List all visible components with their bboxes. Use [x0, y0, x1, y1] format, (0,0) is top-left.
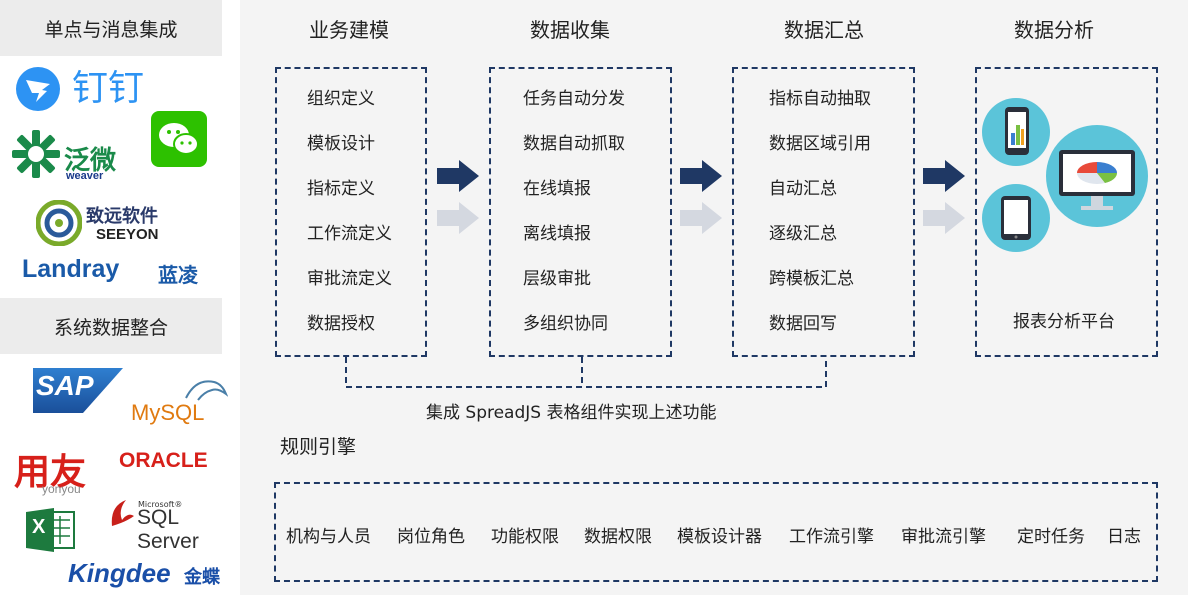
arrow-right-faded-icon	[437, 202, 479, 234]
arrow-right-faded-icon	[680, 202, 722, 234]
sap-logo	[33, 368, 123, 413]
arrow-right-icon	[680, 160, 722, 192]
list-item: 逐级汇总	[769, 224, 837, 244]
sqlserver-text: SQL Server	[137, 506, 199, 553]
list-item: 指标自动抽取	[769, 89, 871, 109]
list-item: 指标定义	[307, 179, 375, 199]
oracle-text: ORACLE	[119, 449, 208, 472]
seeyon-cn-text: 致远软件	[86, 206, 158, 227]
weaver-cn-text: 泛微	[64, 146, 117, 176]
sqlserver-small-text: Microsoft®	[138, 500, 183, 509]
wechat-logo	[151, 111, 207, 167]
list-item: 多组织协同	[523, 314, 608, 334]
yonyou-en-text: yonyou	[42, 482, 81, 496]
seeyon-en-text: SEEYON	[96, 226, 159, 243]
engine-item: 机构与人员	[286, 527, 371, 547]
arrow-right-icon	[923, 160, 965, 192]
list-item: 组织定义	[307, 89, 375, 109]
list-item: 在线填报	[523, 179, 591, 199]
mobile-chart-icon	[981, 97, 1051, 167]
dingtalk-text: 钉钉	[72, 68, 145, 109]
landray-en-text: Landray	[22, 255, 120, 283]
column-title-analysis: 数据分析	[1014, 18, 1094, 42]
list-item: 数据回写	[769, 314, 837, 334]
excel-icon	[26, 508, 76, 552]
engine-title: 规则引擎	[280, 436, 357, 458]
list-item: 审批流定义	[307, 269, 392, 289]
engine-item: 数据权限	[584, 527, 652, 547]
engine-item: 功能权限	[491, 527, 559, 547]
section-title-sso: 单点与消息集成	[0, 0, 222, 56]
list-item: 任务自动分发	[523, 89, 625, 109]
analysis-platform-label: 报表分析平台	[1013, 312, 1115, 332]
collection-box: 任务自动分发 数据自动抓取 在线填报 离线填报 层级审批 多组织协同	[489, 67, 672, 357]
main-diagram	[241, 0, 1188, 595]
list-item: 自动汇总	[769, 179, 837, 199]
seeyon-logo-icon	[35, 199, 83, 247]
engine-item: 定时任务	[1017, 527, 1085, 547]
column-title-collection: 数据收集	[530, 18, 610, 42]
tablet-icon	[981, 183, 1051, 253]
engine-item: 模板设计器	[677, 527, 762, 547]
list-item: 离线填报	[523, 224, 591, 244]
engine-item: 岗位角色	[397, 527, 465, 547]
arrow-right-icon	[437, 160, 479, 192]
monitor-chart-icon	[1045, 124, 1149, 228]
list-item: 层级审批	[523, 269, 591, 289]
analysis-box: 报表分析平台	[975, 67, 1158, 357]
list-item: 数据区域引用	[769, 134, 871, 154]
list-item: 工作流定义	[307, 224, 392, 244]
sqlserver-icon	[108, 496, 138, 530]
excel-text: X	[32, 516, 46, 538]
list-item: 跨模板汇总	[769, 269, 854, 289]
dingtalk-logo	[14, 66, 64, 112]
list-item: 模板设计	[307, 134, 375, 154]
engine-item: 审批流引擎	[901, 527, 986, 547]
list-item: 数据授权	[307, 314, 375, 334]
list-item: 数据自动抓取	[523, 134, 625, 154]
summary-box: 指标自动抽取 数据区域引用 自动汇总 逐级汇总 跨模板汇总 数据回写	[732, 67, 915, 357]
kingdee-en-text: Kingdee	[68, 558, 171, 588]
kingdee-cn-text: 金蝶	[184, 567, 220, 588]
arrow-right-faded-icon	[923, 202, 965, 234]
engine-box: 机构与人员 岗位角色 功能权限 数据权限 模板设计器 工作流引擎 审批流引擎 定…	[274, 482, 1158, 582]
modeling-box: 组织定义 模板设计 指标定义 工作流定义 审批流定义 数据授权	[275, 67, 427, 357]
weaver-en-text: weaver	[66, 170, 104, 182]
column-title-summary: 数据汇总	[784, 18, 864, 42]
engine-item: 工作流引擎	[789, 527, 874, 547]
engine-item: 日志	[1107, 527, 1141, 547]
landray-cn-text: 蓝凌	[158, 263, 198, 287]
sidebar: 单点与消息集成 钉钉 泛微 weaver	[0, 0, 240, 595]
bracket-connector	[340, 355, 830, 395]
yonyou-cn-text: 用友	[14, 452, 87, 493]
mysql-text: MySQL	[131, 400, 205, 425]
column-title-modeling: 业务建模	[309, 18, 389, 42]
section-title-integration: 系统数据整合	[0, 298, 222, 354]
sap-text: SAP	[36, 370, 94, 401]
weaver-logo-icon	[10, 128, 62, 180]
bracket-label: 集成 SpreadJS 表格组件实现上述功能	[426, 403, 717, 423]
mysql-dolphin-icon	[184, 376, 229, 402]
